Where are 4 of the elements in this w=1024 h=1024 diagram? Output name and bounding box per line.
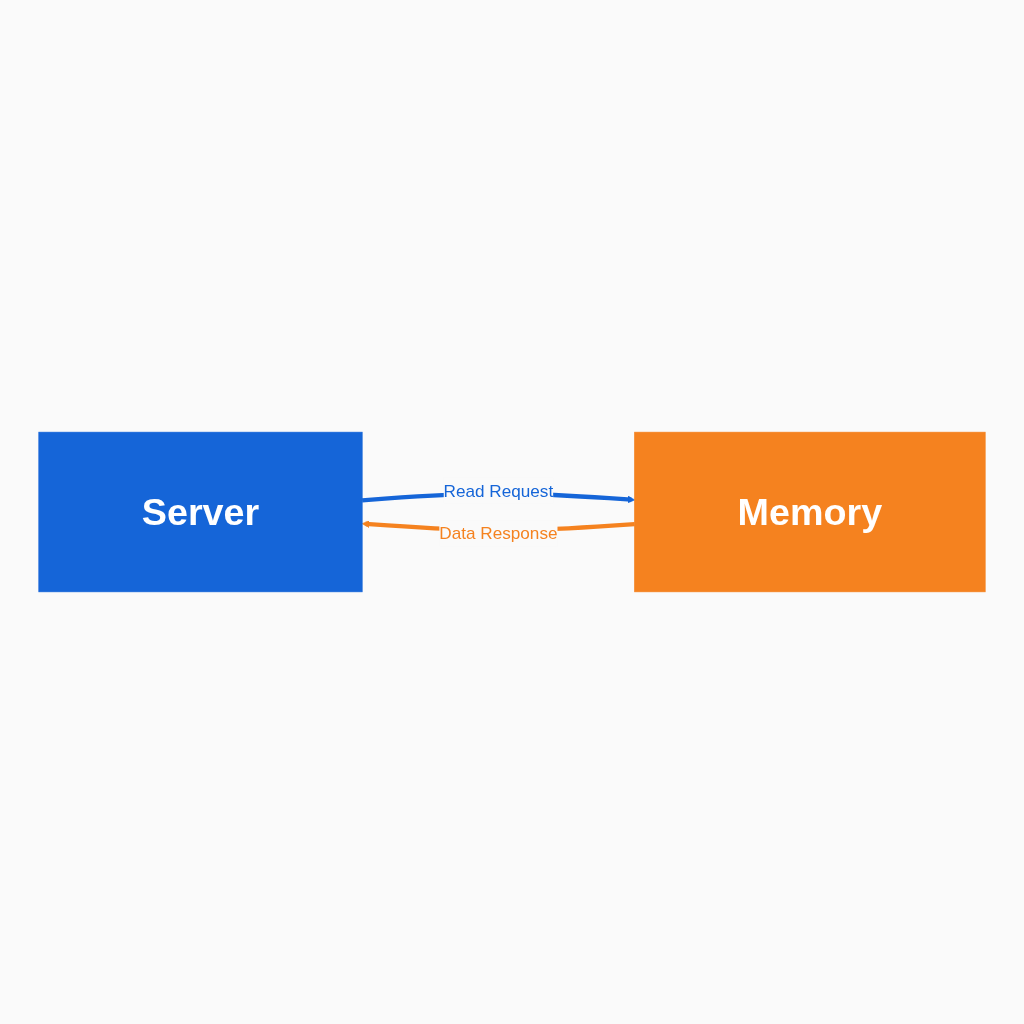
node-box: Memory	[634, 431, 986, 593]
node-box: Server	[38, 431, 363, 593]
edge-label: Read Request	[443, 481, 554, 500]
edge-label: Data Response	[439, 524, 558, 543]
